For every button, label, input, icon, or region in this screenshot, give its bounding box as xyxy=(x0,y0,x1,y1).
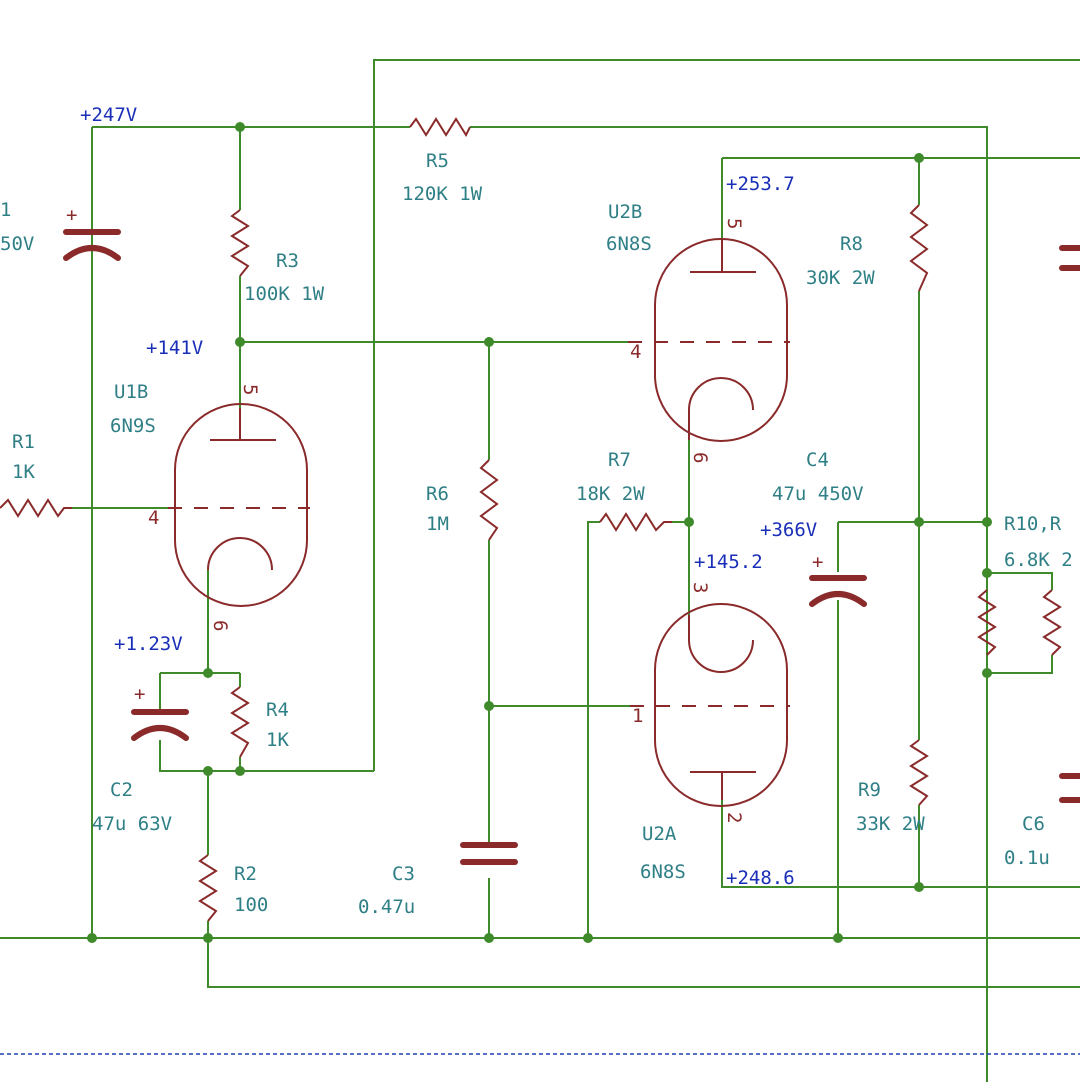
u2b-cathode-pin: 6 xyxy=(689,452,711,463)
capacitor-c3 xyxy=(460,842,518,865)
tube-u2b xyxy=(628,238,790,442)
net-label-366v: +366V xyxy=(760,519,817,541)
u2a-ref: U2A xyxy=(642,823,677,845)
r9-ref: R9 xyxy=(858,779,881,801)
r5-ref: R5 xyxy=(426,150,449,172)
r8-ref: R8 xyxy=(840,233,863,255)
resistor-r3 xyxy=(230,209,250,277)
net-label-141v: +141V xyxy=(146,337,203,359)
capacitor-c2 xyxy=(131,709,189,741)
u1b-grid-pin: 4 xyxy=(148,507,159,529)
capacitor-c1 xyxy=(63,200,121,261)
capacitor-c5-partial xyxy=(1059,245,1080,271)
r3-ref: R3 xyxy=(276,250,299,272)
wires xyxy=(0,59,1080,1082)
resistor-r8 xyxy=(909,204,929,292)
u2b-value: 6N8S xyxy=(606,233,652,255)
svg-text:+: + xyxy=(812,551,823,573)
capacitor-c6-partial xyxy=(1059,773,1080,803)
r3-value: 100K 1W xyxy=(244,283,325,305)
r4-ref: R4 xyxy=(266,699,289,721)
r6-ref: R6 xyxy=(426,483,449,505)
c2-value: 47u 63V xyxy=(92,813,172,835)
r7-ref: R7 xyxy=(608,449,631,471)
tube-u2a xyxy=(630,603,790,807)
c6-ref: C6 xyxy=(1022,813,1045,835)
svg-text:+: + xyxy=(66,204,77,226)
u1b-value: 6N9S xyxy=(110,415,156,437)
net-label-248-6: +248.6 xyxy=(726,867,795,889)
r1-value: 1K xyxy=(12,461,35,483)
resistors xyxy=(0,117,1062,922)
c2-ref: C2 xyxy=(110,779,133,801)
resistor-r1 xyxy=(0,498,72,518)
resistor-r5 xyxy=(409,117,471,138)
net-labels: +247V +141V +1.23V +253.7 +145.2 +366V +… xyxy=(80,104,817,889)
resistor-r7 xyxy=(599,512,672,532)
resistor-r6 xyxy=(479,459,499,541)
net-label-145-2: +145.2 xyxy=(694,551,763,573)
c3-value: 0.47u xyxy=(358,896,415,918)
r2-ref: R2 xyxy=(234,863,257,885)
component-labels: 1 50V R1 1K R5 120K 1W R3 100K 1W U1B 6N… xyxy=(0,150,1073,918)
r5-value: 120K 1W xyxy=(402,183,483,205)
resistor-r10 xyxy=(977,589,997,656)
u2a-cathode-pin: 3 xyxy=(689,582,711,593)
c1-value: 50V xyxy=(0,233,34,255)
polarity-marks: + + + xyxy=(66,204,823,705)
resistor-r2 xyxy=(198,854,218,922)
c1-ref: 1 xyxy=(0,199,11,221)
c4-value: 47u 450V xyxy=(772,483,864,505)
net-label-253-7: +253.7 xyxy=(726,173,795,195)
u2a-grid-pin: 1 xyxy=(632,705,643,727)
net-label-247v: +247V xyxy=(80,104,137,126)
u2b-ref: U2B xyxy=(608,201,642,223)
u2b-grid-pin: 4 xyxy=(630,341,641,363)
r8-value: 30K 2W xyxy=(806,267,875,289)
net-label-1-23v: +1.23V xyxy=(114,633,183,655)
r10-ref: R10,R xyxy=(1004,513,1062,535)
r10-value: 6.8K 2 xyxy=(1004,549,1073,571)
r1-ref: R1 xyxy=(12,431,35,453)
u1b-plate-pin: 5 xyxy=(239,384,261,395)
resistor-r9 xyxy=(909,739,929,806)
tube-u1b xyxy=(168,403,310,607)
c4-ref: C4 xyxy=(806,449,829,471)
r2-value: 100 xyxy=(234,894,268,916)
u1b-cathode-pin: 6 xyxy=(209,620,231,631)
resistor-r4 xyxy=(230,686,250,758)
svg-text:+: + xyxy=(134,683,145,705)
capacitors xyxy=(63,200,1080,865)
c3-ref: C3 xyxy=(392,863,415,885)
r6-value: 1M xyxy=(426,513,449,535)
capacitor-c4 xyxy=(809,575,867,607)
r7-value: 18K 2W xyxy=(576,483,645,505)
u1b-ref: U1B xyxy=(114,381,148,403)
pin-numbers: 5 4 6 5 4 6 3 1 2 xyxy=(148,218,745,823)
c6-value: 0.1u xyxy=(1004,847,1050,869)
junction-dots xyxy=(87,122,992,943)
u2a-value: 6N8S xyxy=(640,861,686,883)
resistor-r11 xyxy=(1042,589,1062,656)
r4-value: 1K xyxy=(266,729,289,751)
u2b-plate-pin: 5 xyxy=(723,218,745,229)
u2a-plate-pin: 2 xyxy=(723,812,745,823)
r9-value: 33K 2W xyxy=(856,813,925,835)
